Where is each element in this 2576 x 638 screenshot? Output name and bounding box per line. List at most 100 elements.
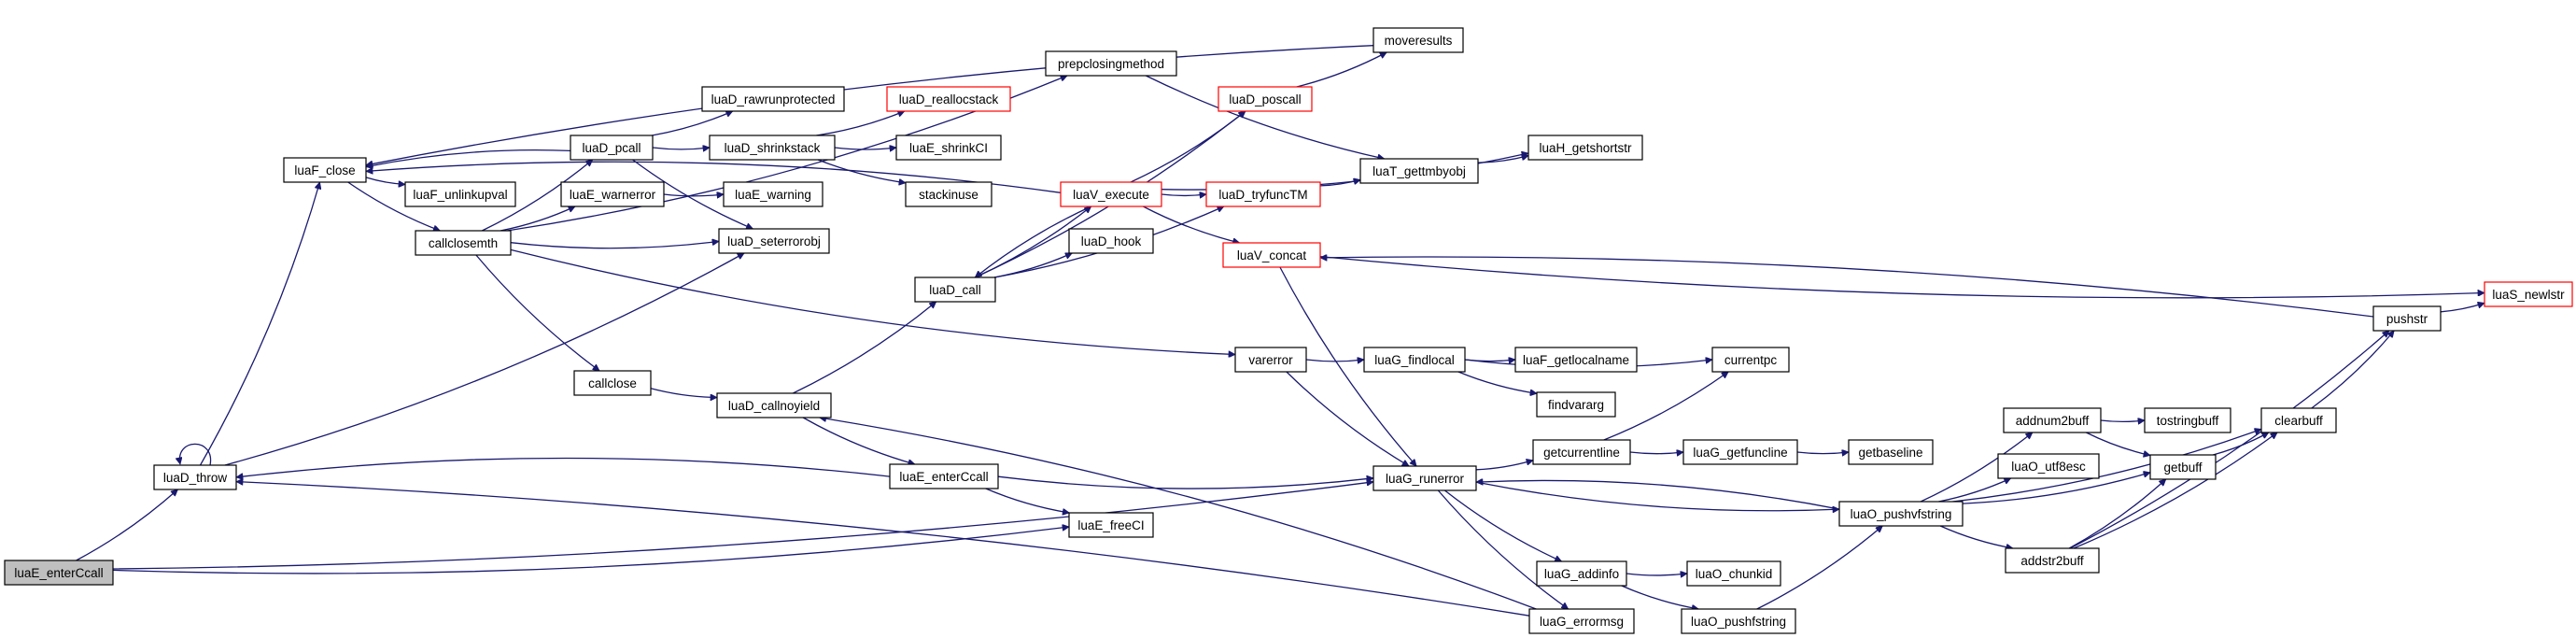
call-edge <box>1756 526 1883 610</box>
node-luag-getfuncline[interactable]: luaG_getfuncline <box>1682 439 1798 465</box>
node-box <box>1068 228 1154 254</box>
call-edge <box>816 111 905 136</box>
node-luad-rawrunprotected[interactable]: luaD_rawrunprotected <box>701 86 845 112</box>
node-luad-pcall[interactable]: luaD_pcall <box>570 135 654 161</box>
node-luad-callnoyield[interactable]: luaD_callnoyield <box>716 392 832 418</box>
node-callclose[interactable]: callclose <box>573 370 652 396</box>
call-edge <box>347 181 441 231</box>
node-luad-throw[interactable]: luaD_throw <box>153 464 237 490</box>
call-edge <box>2068 479 2166 549</box>
node-prepclosingmethod[interactable]: prepclosingmethod <box>1045 50 1177 77</box>
node-luaf-getlocalname[interactable]: luaF_getlocalname <box>1514 347 1638 373</box>
call-edges <box>76 45 2485 617</box>
node-findvararg[interactable]: findvararg <box>1536 391 1616 418</box>
node-varerror[interactable]: varerror <box>1234 347 1307 373</box>
call-edge <box>2311 331 2394 409</box>
node-box <box>573 370 652 396</box>
node-getbuff[interactable]: getbuff <box>2149 454 2217 480</box>
node-label: luaF_close <box>294 163 355 177</box>
call-edge <box>1286 371 1409 467</box>
node-box <box>2260 407 2337 433</box>
node-luae-shrinkci[interactable]: luaE_shrinkCI <box>895 135 1002 161</box>
node-label: luaE_shrinkCI <box>909 141 988 155</box>
node-luao-pushvfstring[interactable]: luaO_pushvfstring <box>1838 501 1964 527</box>
call-edge <box>2073 432 2277 549</box>
node-box <box>723 181 823 207</box>
node-luad-seterrorobj[interactable]: luaD_seterrorobj <box>718 228 830 254</box>
call-edge <box>1952 429 2261 503</box>
node-addnum2buff[interactable]: addnum2buff <box>2003 407 2102 433</box>
node-luae-warnerror[interactable]: luaE_warnerror <box>560 181 665 207</box>
node-stackinuse[interactable]: stackinuse <box>905 181 992 207</box>
node-luae-warning[interactable]: luaE_warning <box>723 181 823 207</box>
node-box <box>1372 27 1464 53</box>
node-moveresults[interactable]: moveresults <box>1372 27 1464 53</box>
node-luae-enterccall[interactable]: luaE_enterCcall <box>4 560 114 586</box>
node-box <box>2005 547 2100 574</box>
node-luat-gettmbyobj[interactable]: luaT_gettmbyobj <box>1359 158 1479 184</box>
node-box <box>2149 454 2217 480</box>
node-tostringbuff[interactable]: tostringbuff <box>2144 407 2231 433</box>
node-luad-shrinkstack[interactable]: luaD_shrinkstack <box>709 135 836 161</box>
node-clearbuff[interactable]: clearbuff <box>2260 407 2337 433</box>
node-label: luaD_rawrunprotected <box>711 92 836 106</box>
node-label: luaD_tryfuncTM <box>1218 188 1307 202</box>
call-edge <box>1319 255 2485 299</box>
node-box <box>889 463 999 489</box>
node-label: findvararg <box>1548 398 1604 412</box>
node-label: currentpc <box>1724 353 1778 367</box>
node-label: addnum2buff <box>2016 414 2090 428</box>
node-luao-chunkid[interactable]: luaO_chunkid <box>1686 560 1781 587</box>
call-edge <box>366 149 571 167</box>
node-luad-tryfunctm[interactable]: luaD_tryfuncTM <box>1205 181 1321 207</box>
node-label: luaV_execute <box>1073 188 1149 202</box>
node-luah-getshortstr[interactable]: luaH_getshortstr <box>1527 135 1643 161</box>
node-box <box>1218 86 1313 112</box>
call-edge <box>663 194 724 196</box>
node-box <box>1068 512 1154 538</box>
node-luav-concat[interactable]: luaV_concat <box>1222 242 1321 268</box>
node-luao-pushfstring[interactable]: luaO_pushfstring <box>1681 608 1796 634</box>
node-box <box>1363 347 1466 373</box>
node-luao-utf8esc[interactable]: luaO_utf8esc <box>1997 453 2100 479</box>
call-edge <box>482 159 592 232</box>
node-box <box>1045 50 1177 77</box>
node-luae-freeci[interactable]: luaE_freeCI <box>1068 512 1154 538</box>
node-currentpc[interactable]: currentpc <box>1711 347 1790 373</box>
node-addstr2buff[interactable]: addstr2buff <box>2005 547 2100 574</box>
node-luas-newlstr[interactable]: luaS_newlstr <box>2484 281 2573 307</box>
node-luag-addinfo[interactable]: luaG_addinfo <box>1536 560 1627 587</box>
node-luad-call[interactable]: luaD_call <box>914 276 996 303</box>
node-label: luaD_seterrorobj <box>727 234 821 248</box>
call-edge <box>1130 110 1246 183</box>
node-box <box>570 135 654 161</box>
node-luag-findlocal[interactable]: luaG_findlocal <box>1363 347 1466 373</box>
node-luaf-close[interactable]: luaF_close <box>283 157 367 183</box>
node-luad-hook[interactable]: luaD_hook <box>1068 228 1154 254</box>
node-luag-errormsg[interactable]: luaG_errormsg <box>1528 608 1635 634</box>
node-luag-runerror[interactable]: luaG_runerror <box>1372 465 1477 491</box>
node-luad-reallocstack[interactable]: luaD_reallocstack <box>886 86 1011 112</box>
node-box <box>1222 242 1321 268</box>
node-label: luaG_findlocal <box>1374 353 1455 367</box>
node-label: luaE_freeCI <box>1077 518 1144 532</box>
node-box <box>1838 501 1964 527</box>
node-luav-execute[interactable]: luaV_execute <box>1060 181 1162 207</box>
call-edge <box>1920 432 2033 503</box>
node-luad-poscall[interactable]: luaD_poscall <box>1218 86 1313 112</box>
call-edge <box>652 111 733 136</box>
node-pushstr[interactable]: pushstr <box>2372 305 2442 332</box>
node-getbaseline[interactable]: getbaseline <box>1848 439 1934 465</box>
call-edge <box>1320 257 2374 318</box>
call-edge <box>1477 156 1528 163</box>
node-label: luaD_poscall <box>1229 92 1301 106</box>
node-callclosemth[interactable]: callclosemth <box>415 230 512 256</box>
call-edge <box>224 252 744 466</box>
node-luae-enterccall-inner[interactable]: luaE_enterCcall <box>889 463 999 489</box>
node-luaf-unlinkupval[interactable]: luaF_unlinkupval <box>404 181 516 207</box>
call-edge <box>365 177 405 185</box>
call-edge <box>793 301 936 394</box>
node-getcurrentline[interactable]: getcurrentline <box>1532 439 1631 465</box>
node-label: luaE_enterCcall <box>899 470 988 484</box>
